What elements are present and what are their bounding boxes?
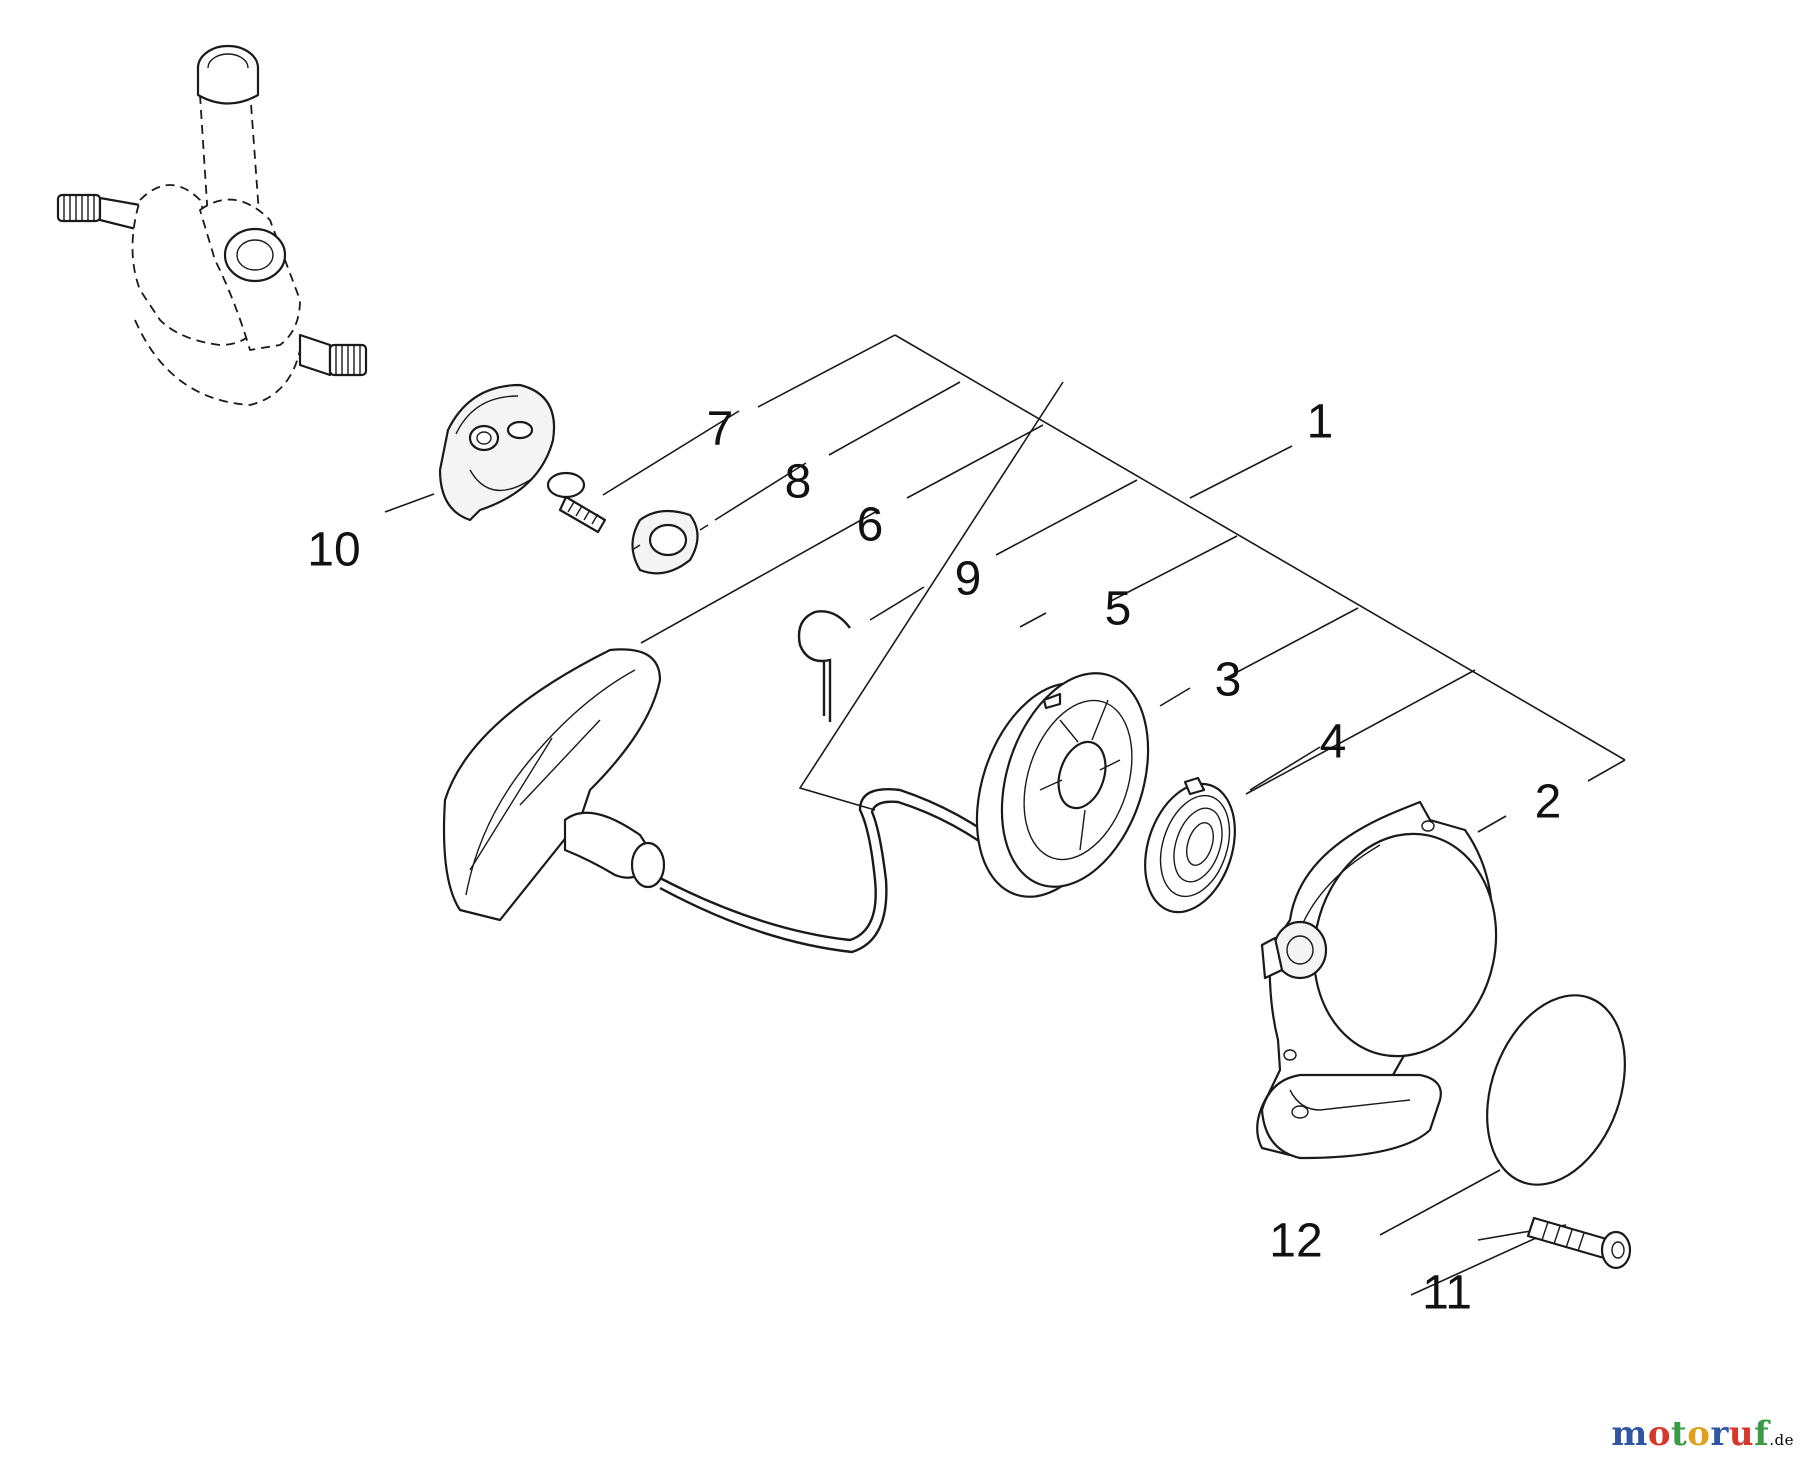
callout-1: 1 [1307,396,1334,449]
callout-5: 5 [1105,583,1132,636]
callout-9: 9 [955,553,982,606]
part-8-collar [631,509,709,575]
part-9-spring-clip [797,610,851,722]
part-2-starter-housing [1256,800,1498,1160]
callout-11: 11 [1422,1267,1472,1320]
crankshaft-phantom [56,44,368,406]
part-4-recoil-spring [1144,776,1236,914]
site-logo-tld: .de [1769,1431,1794,1449]
part-3-rope-reel [975,672,1150,898]
part-12-label-disc [1486,994,1626,1186]
callout-10: 10 [307,524,360,577]
callout-3: 3 [1215,654,1242,707]
part-10-drive-pulley [438,383,556,522]
callout-2: 2 [1535,776,1562,829]
site-logo-letter: t [1671,1414,1688,1454]
site-logo-letter: f [1754,1414,1770,1454]
part-11-bolt [1526,1216,1632,1270]
callout-12: 12 [1269,1215,1322,1268]
site-logo-letter: o [1647,1414,1672,1454]
site-logo-letter: o [1687,1414,1711,1454]
site-logo: motoruf.de [1611,1414,1794,1454]
part-6-starter-handle [442,648,1011,954]
callout-labels: 1 2 3 4 5 6 7 8 9 10 11 12 [307,396,1561,1320]
callout-8: 8 [785,456,812,509]
callout-6: 6 [857,499,884,552]
site-logo-letter: u [1728,1414,1755,1454]
site-logo-letter: r [1710,1414,1729,1454]
callout-4: 4 [1320,716,1347,769]
site-logo-letter: m [1611,1414,1648,1454]
callout-7: 7 [707,403,734,456]
leader-lines [384,334,1626,1296]
part-7-screw [546,471,607,534]
